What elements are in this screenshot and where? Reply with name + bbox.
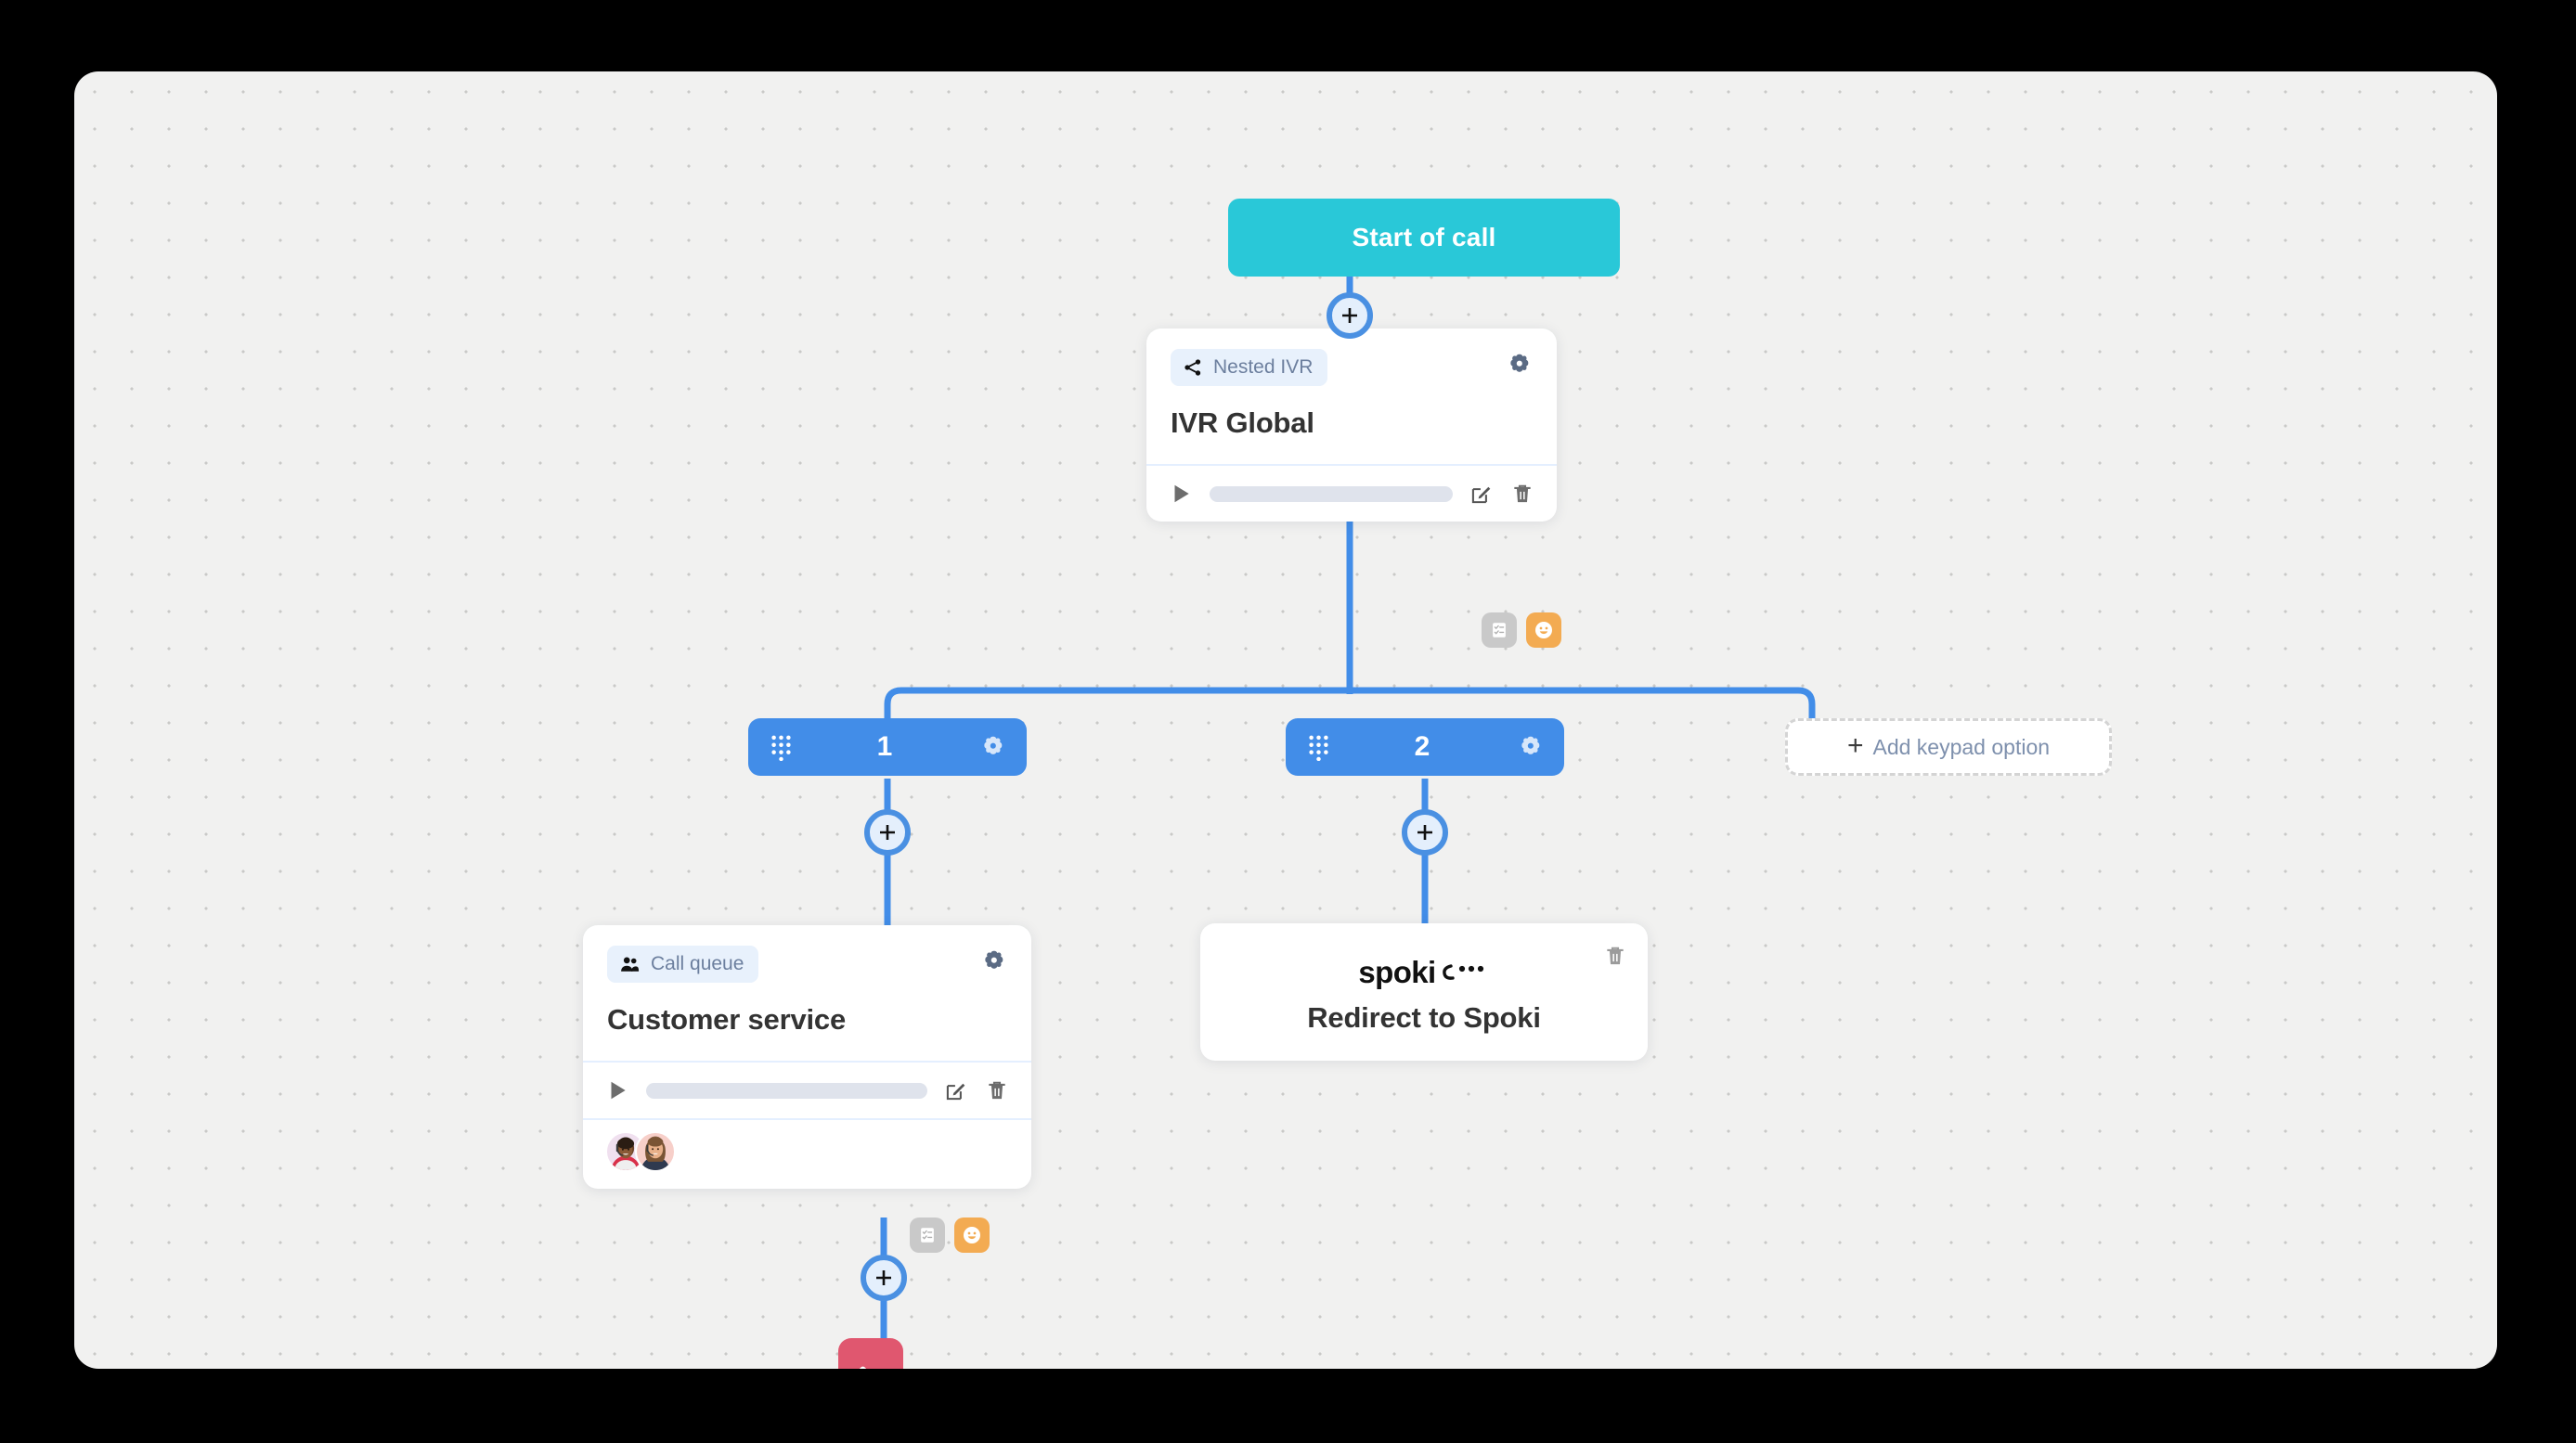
queue-settings-button[interactable] [982, 946, 1007, 974]
flow-canvas[interactable]: Start of call Nested IVR [74, 71, 2497, 1369]
queue-card-divider-top [583, 1061, 1031, 1063]
add-node-before-hangup[interactable] [861, 1255, 907, 1301]
ivr-card-divider [1146, 464, 1557, 466]
queue-card-header: Call queue [583, 925, 1031, 983]
nested-ivr-badge-label: Nested IVR [1213, 356, 1314, 378]
spoki-wordmark: spoki [1358, 955, 1436, 989]
keypad-option-1-digit: 1 [876, 731, 893, 762]
dialpad-icon [1309, 735, 1328, 761]
checklist-icon [921, 1228, 934, 1243]
plus-icon [876, 1270, 891, 1285]
satisfaction-badge[interactable] [1526, 612, 1561, 648]
queue-audio-progress[interactable] [646, 1082, 927, 1099]
add-keypad-option-button[interactable]: + Add keypad option [1785, 718, 2112, 776]
ivr-card-header: Nested IVR [1146, 329, 1557, 386]
plus-icon [1342, 308, 1357, 323]
trash-icon [1514, 484, 1531, 503]
survey-badge[interactable] [910, 1218, 945, 1253]
plus-icon [1417, 825, 1432, 840]
spoki-dots-icon [1442, 964, 1483, 980]
add-keypad-option-label: Add keypad option [1872, 734, 2051, 759]
start-of-call-node[interactable]: Start of call [1228, 199, 1620, 277]
ivr-global-card[interactable]: Nested IVR IVR Global [1146, 329, 1557, 522]
call-queue-badge[interactable]: Call queue [607, 946, 759, 983]
queue-delete-button[interactable] [985, 1078, 1009, 1102]
ivr-audio-player [1146, 466, 1557, 522]
add-node-under-option-2[interactable] [1402, 809, 1448, 856]
queue-agents [583, 1120, 1031, 1189]
edit-icon [1471, 486, 1491, 504]
gear-icon[interactable] [1519, 735, 1544, 760]
checklist-icon [1493, 623, 1506, 638]
trash-icon [989, 1081, 1005, 1100]
agent-photo-1 [611, 1137, 641, 1170]
queue-card-divider-bottom [583, 1118, 1031, 1120]
plus-icon [880, 825, 895, 840]
smiley-icon [964, 1227, 980, 1243]
gear-icon[interactable] [981, 735, 1006, 760]
play-triangle-icon [611, 1081, 626, 1100]
nested-ivr-badge[interactable]: Nested IVR [1171, 349, 1328, 386]
hangup-phone-icon [857, 1366, 878, 1369]
queue-card-title: Customer service [607, 1003, 846, 1036]
queue-edit-button[interactable] [944, 1078, 968, 1102]
play-icon[interactable] [1169, 482, 1193, 506]
dialpad-icon [771, 735, 791, 761]
add-node-under-option-1[interactable] [864, 809, 911, 856]
queue-audio-player [583, 1063, 1031, 1118]
trash-icon [1607, 947, 1624, 965]
ivr-audio-progress[interactable] [1210, 485, 1453, 502]
play-icon[interactable] [605, 1078, 629, 1102]
call-queue-badge-label: Call queue [651, 953, 744, 974]
ivr-edit-button[interactable] [1469, 482, 1494, 506]
agent-avatar-2[interactable] [635, 1131, 676, 1172]
edit-icon [946, 1083, 965, 1101]
gear-icon [985, 950, 1003, 969]
keypad-option-1[interactable]: 1 [748, 718, 1027, 776]
spoki-logo: spoki [1358, 955, 1489, 990]
survey-badge[interactable] [1482, 612, 1517, 648]
smiley-icon [1535, 622, 1552, 638]
spoki-delete-button[interactable] [1603, 944, 1627, 968]
gear-icon [1510, 354, 1529, 372]
ivr-card-title: IVR Global [1171, 406, 1314, 439]
satisfaction-badge[interactable] [954, 1218, 990, 1253]
share-icon [1184, 359, 1201, 376]
hangup-node[interactable] [838, 1338, 903, 1369]
redirect-to-spoki-card[interactable]: spoki Redirect to Spoki [1200, 923, 1648, 1061]
queue-mini-badges [910, 1218, 1003, 1253]
ivr-settings-button[interactable] [1508, 349, 1533, 378]
people-icon [621, 957, 640, 972]
spoki-card-title: Redirect to Spoki [1307, 1001, 1541, 1034]
keypad-option-2-digit: 2 [1414, 731, 1430, 762]
keypad-option-2[interactable]: 2 [1286, 718, 1564, 776]
plus-icon: + [1846, 729, 1864, 761]
ivr-delete-button[interactable] [1510, 482, 1534, 506]
ivr-mini-badges [1482, 612, 1561, 648]
call-queue-card[interactable]: Call queue Customer service [583, 925, 1031, 1189]
add-node-after-start[interactable] [1327, 292, 1373, 339]
play-triangle-icon [1174, 484, 1189, 503]
start-of-call-label: Start of call [1352, 223, 1496, 251]
agent-photo-2 [641, 1136, 670, 1170]
